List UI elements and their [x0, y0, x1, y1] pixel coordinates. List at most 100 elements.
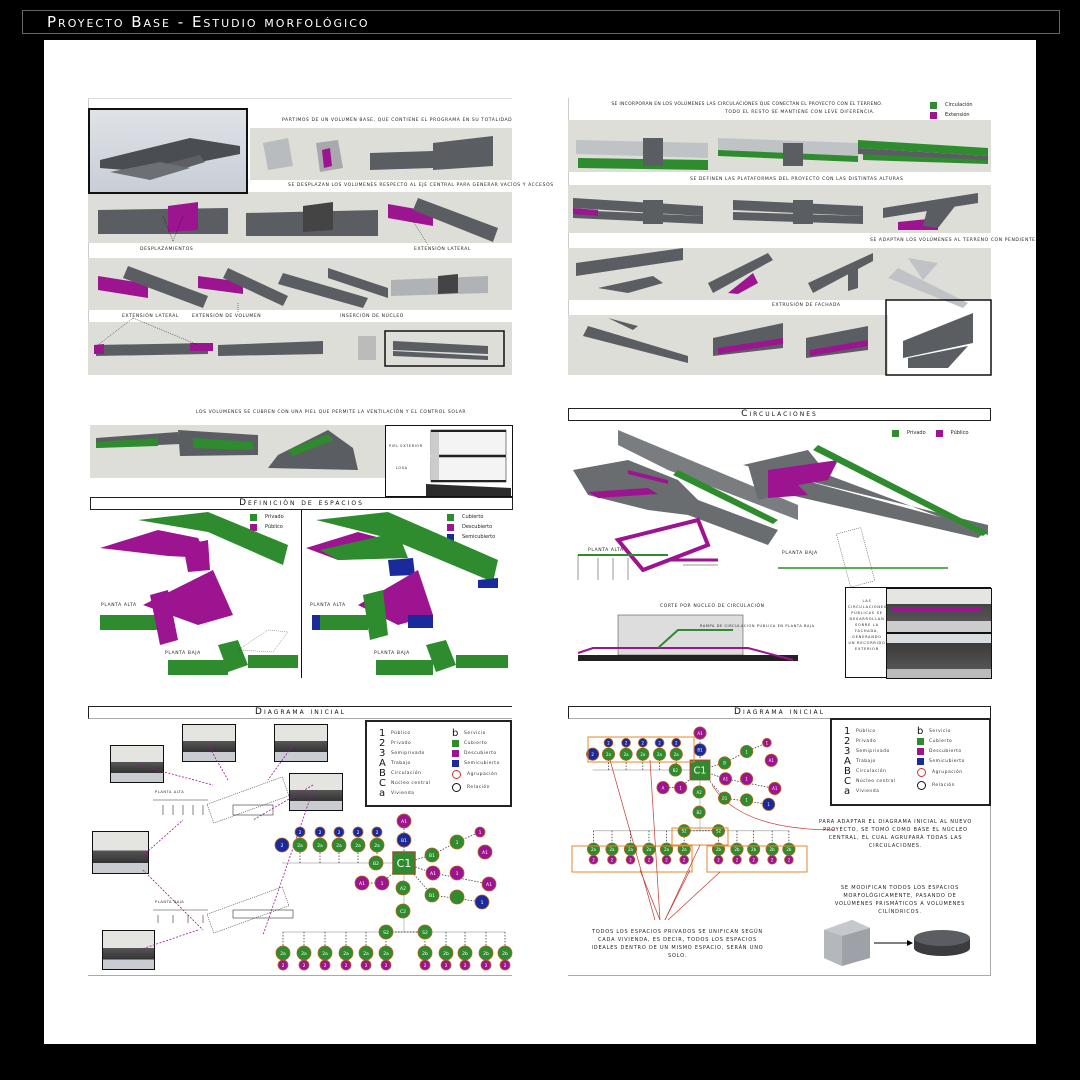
node-label: 2 — [504, 963, 507, 969]
node-label: A1 — [697, 731, 703, 736]
node-label: 2 — [717, 858, 720, 863]
diagram-node — [656, 781, 670, 795]
blue-swatch — [452, 759, 459, 767]
legend-item: Semicubierto — [917, 756, 965, 766]
render-image — [886, 588, 992, 633]
node-label: 1 — [679, 785, 682, 790]
diagram-node — [601, 747, 616, 761]
section-drawing: Piel exterior Losa — [385, 425, 513, 497]
arrow — [664, 844, 701, 921]
render-image — [88, 108, 248, 194]
diagram-node — [477, 844, 493, 860]
diagram-node — [713, 854, 724, 865]
node-label: 2 — [625, 740, 628, 745]
diagram-node — [607, 854, 617, 865]
diagram-node — [333, 826, 345, 838]
diagram-node — [474, 826, 486, 838]
diagram-node — [340, 959, 352, 971]
diagram-node — [784, 854, 794, 865]
diagram-node — [740, 793, 754, 807]
node-label: S2 — [422, 930, 428, 936]
node-label: 2 — [611, 858, 614, 863]
node-label: 2 — [464, 963, 467, 969]
diagram-node — [371, 826, 383, 838]
section-title: Diagrama inicial — [88, 706, 512, 719]
node-label: 2a — [640, 752, 646, 757]
caption: Se definen las plataformas del proyecto … — [690, 177, 904, 182]
node-label: 2a — [606, 752, 612, 757]
node-label: 2 — [607, 740, 610, 745]
diagram-node — [718, 791, 732, 805]
black-circle-icon — [917, 781, 926, 790]
page-title: Proyecto Base - Estudio morfológico — [47, 13, 370, 31]
diagram-node — [674, 781, 688, 795]
diagram-node — [396, 813, 412, 829]
node-label: 2a — [646, 847, 652, 852]
node-label: B — [723, 761, 726, 766]
label: Inserción de núcleo — [340, 314, 404, 319]
diagram-node — [449, 865, 465, 881]
diagram-node — [354, 875, 370, 891]
node-label: 2a — [664, 847, 670, 852]
diagram-node — [692, 805, 706, 819]
legend: Privado Público — [250, 512, 284, 532]
node-label: 2b — [502, 951, 508, 957]
diagram-node — [740, 772, 754, 786]
circulation-models — [573, 430, 988, 661]
diagram-node — [718, 756, 732, 770]
diagram-node — [767, 854, 777, 865]
diagram-node — [693, 726, 707, 740]
label: Extensión lateral — [122, 314, 179, 319]
node-label: 2b — [443, 951, 449, 957]
legend-item: Descubierto — [917, 746, 965, 756]
red-circle-icon — [452, 770, 461, 779]
label: Extensión lateral — [414, 247, 471, 252]
node-label: 2 — [658, 740, 661, 745]
diagram-node — [294, 826, 306, 838]
node-label: 2 — [365, 963, 368, 969]
node-label: 1 — [745, 798, 748, 803]
arrow — [711, 784, 836, 831]
plan-label: Planta baja — [374, 651, 410, 656]
volume-models — [573, 138, 992, 376]
node-label: 2b — [751, 847, 757, 852]
diagram-node — [499, 959, 511, 971]
node-label: 2a — [383, 951, 389, 957]
caption: Se desplazan los volúmenes respecto al e… — [288, 183, 554, 188]
diagram-node — [619, 747, 633, 761]
node-label: 2a — [374, 843, 380, 849]
arrow — [609, 759, 656, 921]
node-label: 2a — [657, 752, 663, 757]
legend: Privado Público — [892, 428, 969, 438]
section-title: Definición de espacios — [90, 497, 513, 510]
green-swatch — [452, 739, 459, 747]
node-label: 2a — [610, 847, 616, 852]
node-label: B2 — [697, 810, 703, 815]
node-label: A1 — [769, 758, 775, 763]
node-label: 2 — [282, 963, 285, 969]
section-title: Circulaciones — [568, 408, 991, 421]
diagram-node — [298, 959, 310, 971]
node-label: 2a — [301, 951, 307, 957]
diagram-node — [636, 747, 650, 761]
diagram-node — [764, 753, 778, 767]
node-label: 2 — [675, 740, 678, 745]
node-label: 2 — [736, 858, 739, 863]
core-label: C1 — [397, 857, 412, 870]
magenta-swatch — [930, 111, 937, 119]
node-label: 2b — [770, 847, 776, 852]
node-label: 2 — [683, 858, 686, 863]
node-label: 1 — [766, 740, 769, 745]
diagram-node — [762, 797, 776, 811]
arrow — [664, 869, 691, 921]
diagram-node — [768, 781, 782, 796]
